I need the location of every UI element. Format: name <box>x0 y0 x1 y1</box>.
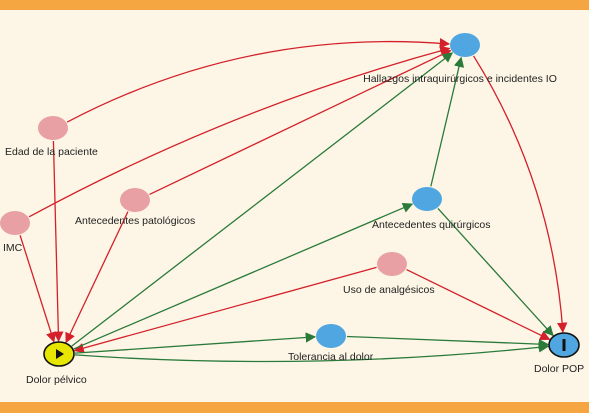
label-imc: IMC <box>3 242 23 254</box>
edge-antecedentes-quir-to-dolor-pop <box>437 208 554 337</box>
node-imc[interactable] <box>0 211 30 235</box>
edge-edad-to-hallazgos <box>66 38 451 123</box>
edge-tolerancia-to-dolor-pop <box>346 335 550 350</box>
node-hallazgos[interactable] <box>450 33 480 57</box>
node-antecedentes-quir[interactable] <box>412 187 442 211</box>
outcome-bar-icon <box>562 339 566 351</box>
label-edad: Edad de la paciente <box>5 146 98 158</box>
nodes-layer <box>0 33 580 367</box>
edge-antecedentes-quir-to-hallazgos <box>430 56 465 187</box>
label-analgesicos: Uso de analgésicos <box>343 284 435 296</box>
diagram-canvas: Hallazgos intraquirúrgicos e incidentes … <box>0 10 589 402</box>
label-hallazgos: Hallazgos intraquirúrgicos e incidentes … <box>363 73 557 85</box>
label-dolor-pop: Dolor POP <box>534 363 584 375</box>
edge-dolor-pelvico-to-dolor-pop <box>74 342 550 363</box>
edge-dolor-pelvico-to-antecedentes-quir <box>73 202 414 350</box>
node-antecedentes-pat[interactable] <box>120 188 150 212</box>
edge-antecedentes-pat-to-dolor-pelvico <box>65 211 129 344</box>
edge-imc-to-dolor-pelvico <box>19 235 57 343</box>
label-antecedentes-pat: Antecedentes patológicos <box>75 215 195 227</box>
labels-layer: Hallazgos intraquirúrgicos e incidentes … <box>3 73 584 386</box>
edges-layer <box>19 38 568 363</box>
node-tolerancia[interactable] <box>316 324 346 348</box>
causal-diagram: Hallazgos intraquirúrgicos e incidentes … <box>0 33 584 386</box>
edge-hallazgos-to-dolor-pop <box>473 55 568 334</box>
exposure-play-icon <box>56 349 64 359</box>
edge-dolor-pelvico-to-tolerancia <box>74 332 317 354</box>
label-dolor-pelvico: Dolor pélvico <box>26 374 87 386</box>
edge-analgesicos-to-dolor-pop <box>406 268 551 341</box>
node-edad[interactable] <box>38 116 68 140</box>
edge-antecedentes-pat-to-hallazgos <box>149 49 452 196</box>
edge-imc-to-hallazgos <box>28 45 451 218</box>
edge-dolor-pelvico-to-hallazgos <box>71 52 454 347</box>
node-analgesicos[interactable] <box>377 252 407 276</box>
label-antecedentes-quir: Antecedentes quirúrgicos <box>372 219 491 231</box>
edge-edad-to-dolor-pelvico <box>52 140 64 343</box>
edge-analgesicos-to-dolor-pelvico <box>73 266 377 354</box>
label-tolerancia: Tolerancia al dolor <box>288 351 374 363</box>
